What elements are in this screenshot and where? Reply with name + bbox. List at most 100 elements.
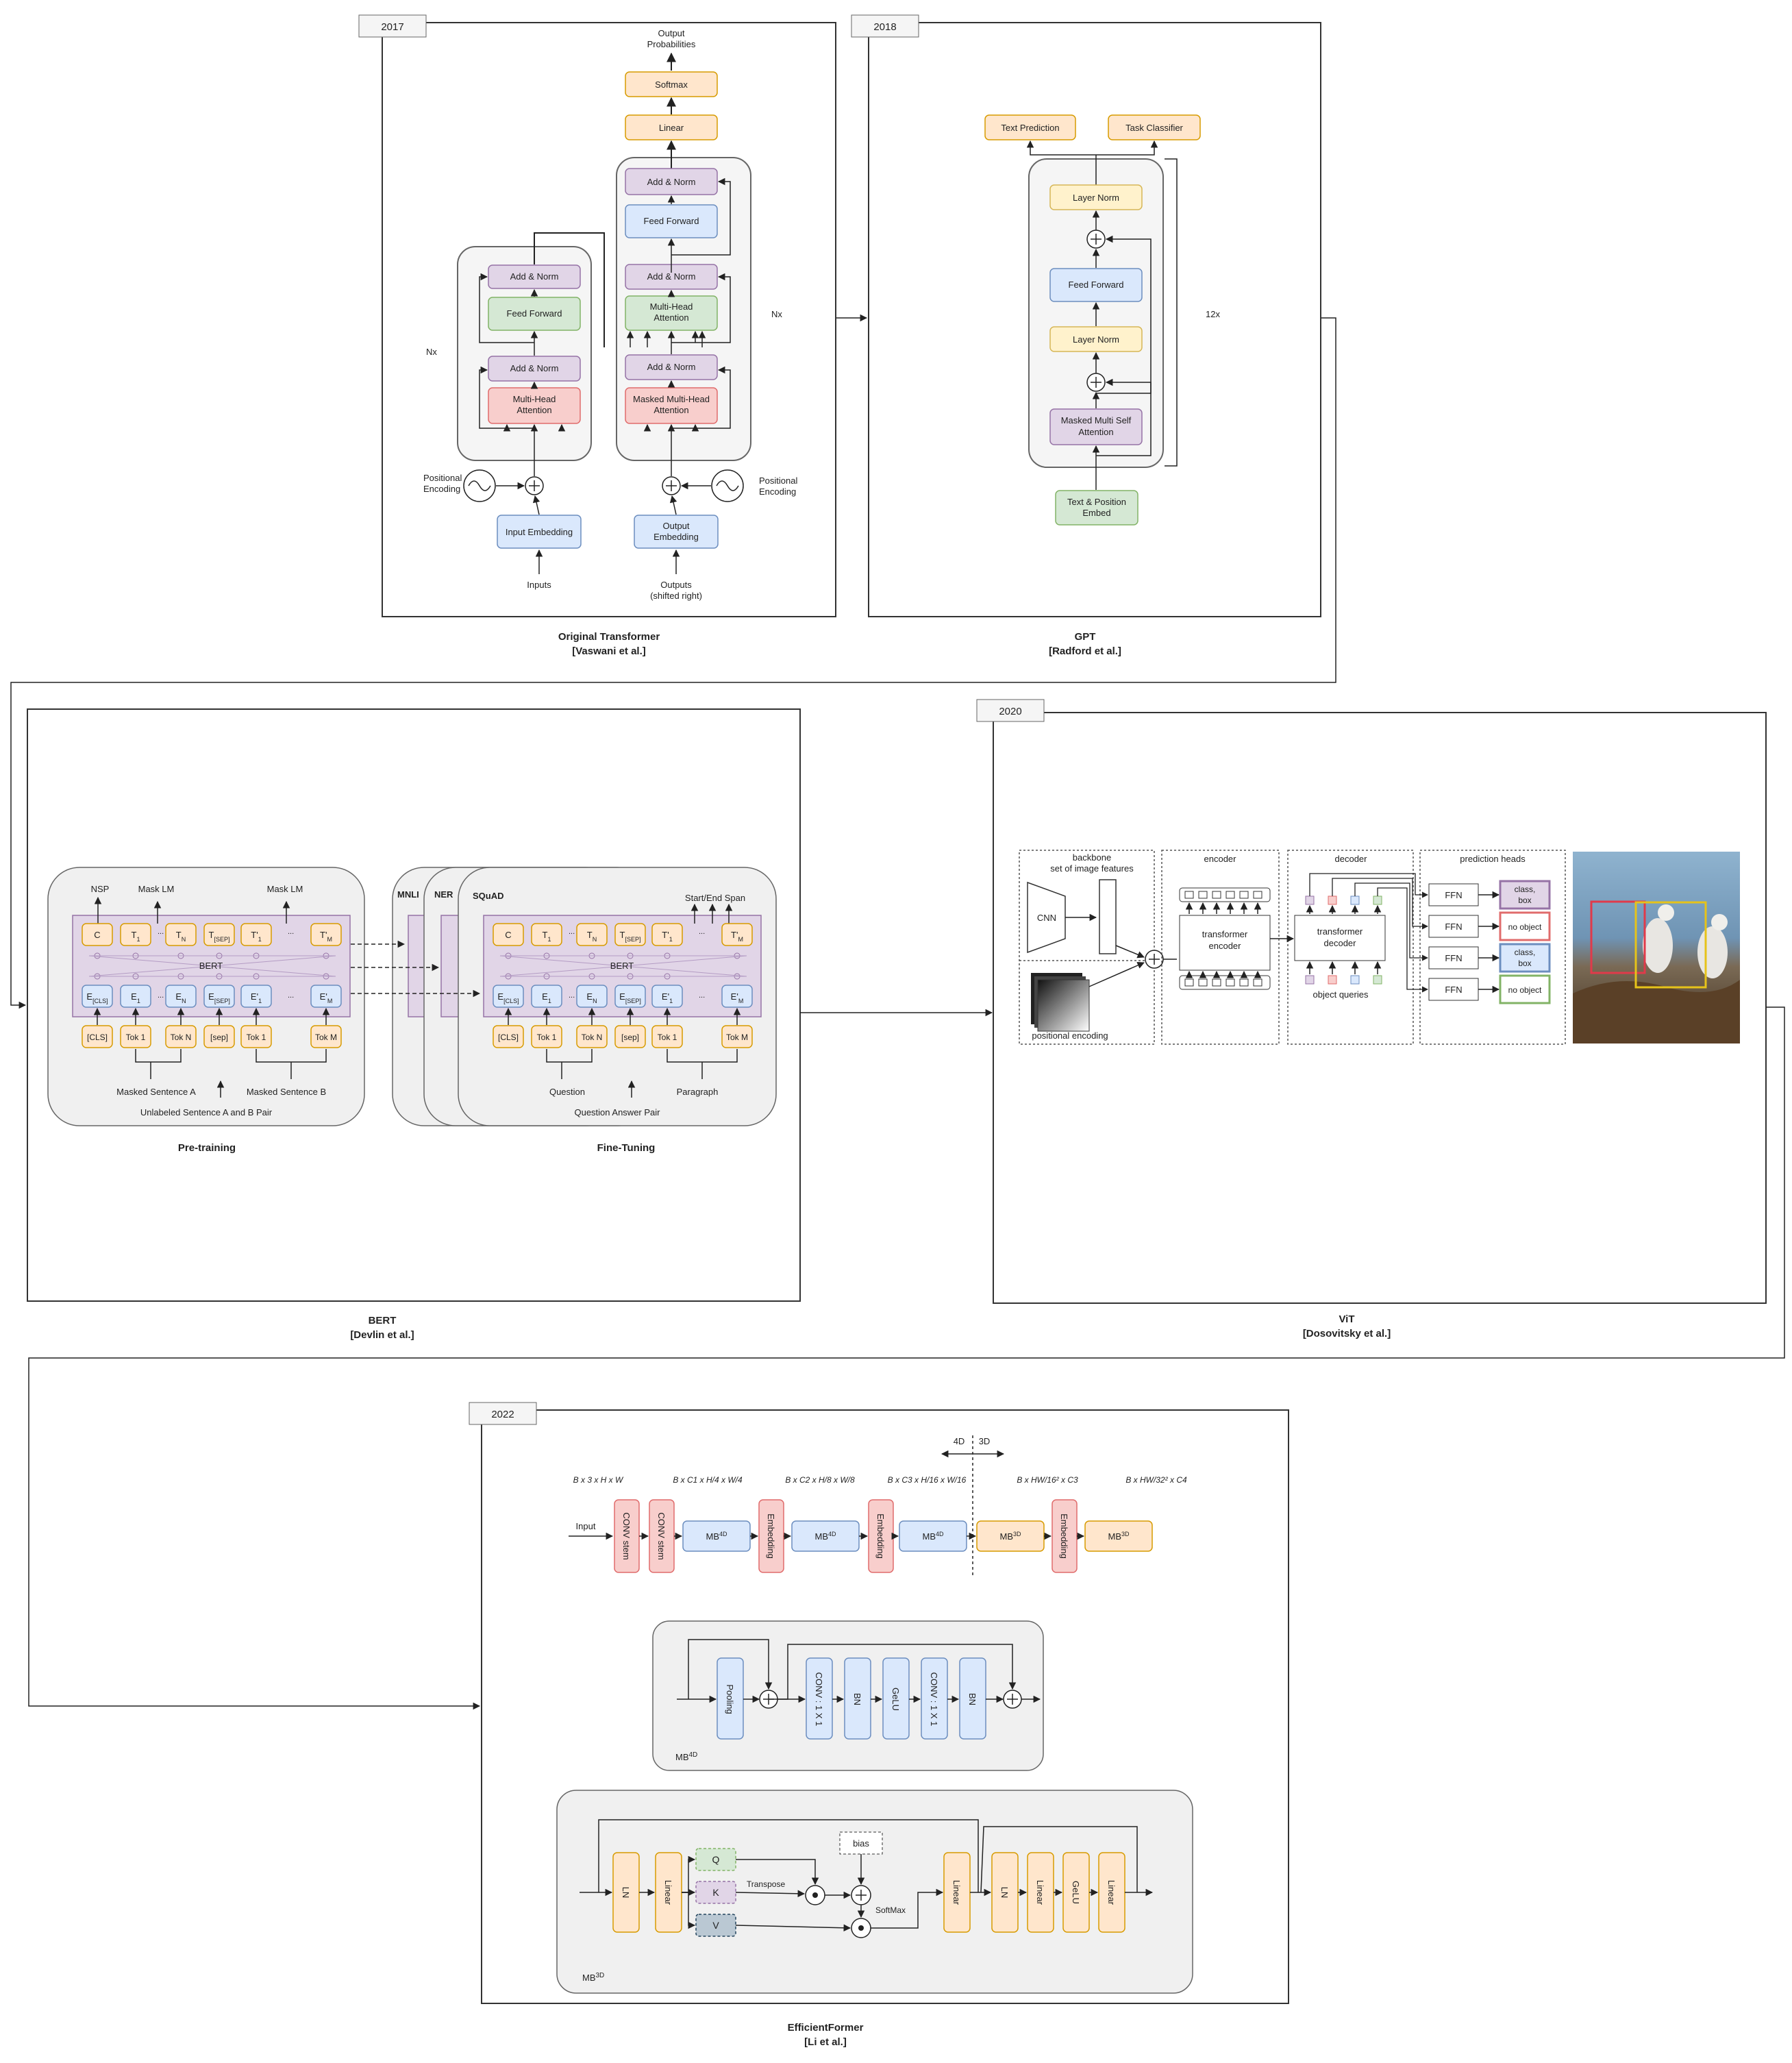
backbone-label: backbone: [1073, 852, 1111, 863]
bert-input-token: [531, 1025, 562, 1048]
prediction-output: [1499, 974, 1551, 1004]
tensor-dim-label: B x HW/16² x C3: [1017, 1475, 1078, 1485]
qkv-label: K: [712, 1887, 719, 1898]
ffn-block: [1428, 883, 1479, 906]
bert-input-token-label: Tok M: [726, 1033, 748, 1042]
qkv-label: Q: [712, 1854, 720, 1865]
bert-embedding-token-label: E'1: [251, 991, 262, 1004]
vit-panel: 2020 backbone set of image features CNN …: [976, 699, 1767, 1339]
bert-output-token: [493, 923, 524, 946]
bert-embedding-token-label: E1: [542, 991, 551, 1004]
mb3d-layer-label: GeLU: [1071, 1881, 1081, 1904]
tensor-dim-label: B x C3 x H/16 x W/16: [888, 1475, 967, 1485]
ffn-label: FFN: [1445, 922, 1462, 932]
bert-output-token: [576, 923, 608, 946]
bert-input-token-label: Tok N: [171, 1033, 192, 1042]
tensor-dim-label: B x C2 x H/8 x W/8: [785, 1475, 855, 1485]
bert-input-token: [165, 1025, 197, 1048]
bert-output-token: [614, 923, 646, 946]
output-probabilities-label: Output: [658, 28, 684, 38]
bert-embedding-token-label: E[SEP]: [619, 991, 641, 1004]
bert-input-token-label: Tok 1: [247, 1033, 266, 1042]
decoder-nx: Nx: [771, 309, 782, 319]
bert-input-token-label: Tok M: [315, 1033, 337, 1042]
bert-output-token: [120, 923, 151, 946]
bert-input-token: [203, 1025, 235, 1048]
output-embedding-2: Embedding: [654, 532, 699, 542]
mb3d-layer-label: Linear: [951, 1880, 962, 1905]
inputs-label: Inputs: [527, 580, 551, 590]
bert-input-token-label: Tok N: [582, 1033, 603, 1042]
pooling-label: Pooling: [725, 1684, 735, 1714]
tensor-dim-label: B x 3 x H x W: [573, 1475, 624, 1485]
outputs-label-1: Outputs: [660, 580, 692, 590]
decoder-label: decoder: [1335, 854, 1368, 864]
transformer-citation: [Vaswani et al.]: [572, 645, 646, 657]
bert-embedding-token: [165, 985, 197, 1008]
bert-input-token: [240, 1025, 272, 1048]
mb4d-layer: [882, 1657, 910, 1740]
bert-embedding-token: [614, 985, 646, 1008]
dec-mha-label-1: Multi-Head: [650, 301, 693, 312]
pipeline-vertical-label: CONV stem: [656, 1512, 667, 1559]
bias-label: bias: [853, 1838, 869, 1849]
pipeline-vertical-label: Embedding: [766, 1514, 776, 1559]
bert-output-token: [531, 923, 562, 946]
transformer-panel: 2017 Output Probabilities Softmax Linear…: [358, 14, 836, 657]
gpt-embed-2: Embed: [1082, 508, 1110, 518]
dec-add-norm-2: Add & Norm: [647, 271, 696, 282]
mask-lm-label-2: Mask LM: [267, 884, 303, 894]
enc-pos-label-1: Positional: [423, 473, 462, 483]
transformer-caption: Original Transformer: [558, 631, 660, 643]
ffn-block: [1428, 978, 1479, 1001]
pooling-block: [717, 1657, 744, 1740]
bert-output-token: [165, 923, 197, 946]
bert-embedding-token: [82, 985, 113, 1008]
prediction-output-label: no object: [1508, 985, 1542, 995]
bert-output-token-label: TN: [587, 930, 597, 943]
dec-masked-mha-1: Masked Multi-Head: [633, 394, 710, 404]
year-label-2022: 2022: [491, 1409, 514, 1420]
bert-output-token: [310, 923, 342, 946]
prediction-output-label-2: box: [1518, 959, 1531, 968]
bert-output-token-label: T'1: [662, 930, 672, 943]
bert-embedding-token: [651, 985, 683, 1008]
bert-input-token: [310, 1025, 342, 1048]
tensor-dim-label: B x C1 x H/4 x W/4: [673, 1475, 743, 1485]
gpt-layer-norm-2: Layer Norm: [1073, 193, 1119, 203]
object-queries-label: object queries: [1313, 989, 1369, 1000]
bert-embedding-token: [203, 985, 235, 1008]
qkv-label: V: [712, 1920, 719, 1931]
gpt-citation: [Radford et al.]: [1049, 645, 1121, 657]
transformer-decoder-2: decoder: [1324, 938, 1357, 948]
bert-input-token: [493, 1025, 524, 1048]
bert-output-token-label: T[SEP]: [209, 930, 230, 943]
bert-embedding-token-label: E[SEP]: [208, 991, 230, 1004]
masked-sentence-b: Masked Sentence B: [247, 1087, 326, 1097]
bert-input-token: [651, 1025, 683, 1048]
bert-input-token: [576, 1025, 608, 1048]
bert-input-token: [120, 1025, 151, 1048]
mb3d-layer-label: Linear: [1106, 1880, 1117, 1905]
prediction-heads-label: prediction heads: [1460, 854, 1526, 864]
text-prediction-label: Text Prediction: [1001, 123, 1059, 133]
softmax-label: Softmax: [655, 79, 688, 90]
bert-embedding-token-label: E'M: [320, 991, 333, 1004]
prediction-output: [1499, 911, 1551, 941]
bert-embedding-token: [721, 985, 753, 1008]
transformer-encoder-1: transformer: [1202, 929, 1248, 939]
bert-embedding-token: [120, 985, 151, 1008]
bert-input-token-label: [CLS]: [498, 1033, 519, 1042]
transformer-encoder-2: encoder: [1209, 941, 1242, 951]
prediction-output-label-2: box: [1518, 895, 1531, 905]
mb4d-layer-label: BN: [852, 1693, 862, 1705]
enc-add-norm-1: Add & Norm: [510, 363, 559, 373]
ffn-label: FFN: [1445, 953, 1462, 963]
bert-ellipsis: ...: [569, 928, 575, 936]
enc-mha-2: Attention: [517, 405, 551, 415]
transformer-decoder-1: transformer: [1317, 926, 1363, 937]
output-probabilities-label-2: Probabilities: [647, 39, 696, 49]
prediction-output-label: class,: [1515, 885, 1536, 894]
softmax-block: [625, 71, 718, 97]
bert-embedding-token: [493, 985, 524, 1008]
